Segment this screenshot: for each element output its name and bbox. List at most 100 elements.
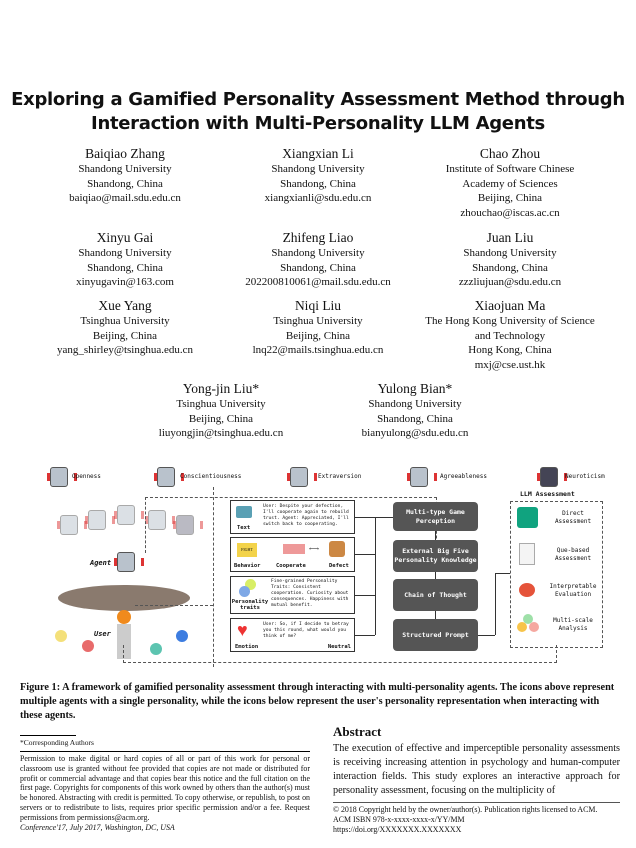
author-affiliation-line: Shandong University [271,163,365,175]
personality-content: Fine-grained Personality Traits: Consist… [271,579,349,608]
author-name: Xue Yang [98,298,152,313]
author-affiliation-line: Shandong, China [280,177,356,190]
author-name: Niqi Liu [294,298,342,313]
agent-robot-icon [114,505,144,525]
user-avatar [117,610,131,624]
right-column: Abstract The execution of effective and … [333,723,620,835]
author-name: Yulong Bian* [377,381,453,396]
author-affiliation-line: Tsinghua University [176,398,266,410]
author-affiliation-line: Institute of Software Chinese [445,163,575,175]
emotion-content: User: So, if I decide to betray you this… [263,622,349,639]
author-name: Xiangxian Li [282,146,354,161]
author-affiliation-line: xiangxianli@sdu.edu.cn [264,192,372,204]
connector-line [355,517,375,518]
copyright-rule [333,802,620,803]
doi-line: https://doi.org/XXXXXXX.XXXXXXX [333,825,462,834]
author-affiliation-line: Shandong, China [280,261,356,274]
paper-title: Exploring a Gamified Personality Assessm… [0,88,636,136]
defect-figures-icon [329,541,345,557]
author-affiliation-line: Shandong University [78,247,172,259]
author-affiliation-line: Beijing, China [285,329,351,342]
agreeableness-robot-icon [407,467,437,487]
direct-assessment-label: Direct Assessment [554,510,592,525]
left-column-footer: *Corresponding Authors Permission to mak… [20,735,310,832]
connector-line [478,635,495,636]
user-dashed-line [135,605,213,606]
author-affiliation-line: liuyongjin@tsinghua.edu.cn [158,427,284,439]
author-affiliation-line: xinyugavin@163.com [76,276,174,288]
chat-bubble-icon [236,506,252,518]
extraversion-robot-icon [287,467,317,487]
author-affiliation-line: mxj@cse.ust.hk [474,358,546,371]
permission-rule [20,751,310,752]
personality-modality-box: Personality traits Fine-grained Personal… [230,576,355,614]
user-face-icon [176,630,188,642]
title-line-1: Exploring a Gamified Personality Assessm… [11,89,625,110]
chatgpt-logo-icon [517,507,538,528]
author-name: Yong-jin Liu* [182,381,260,396]
personality-traits-label: Personality traits [231,599,269,611]
bottom-dashed-line [123,645,557,663]
permission-notice: Permission to make digital or hard copie… [20,754,310,822]
author-affiliation-line: Tsinghua University [273,315,363,327]
behavior-label: Behavior [234,563,261,569]
user-face-icon [82,640,94,652]
defect-label: Defect [329,563,349,569]
emoji-faces-icon [523,614,533,624]
author-affiliation-line: Shandong, China [87,261,163,274]
author-affiliation-line: Shandong University [271,247,365,259]
emoji-faces-icon [517,622,527,632]
input-dashed-line [213,487,230,667]
text-label: Text [237,525,251,531]
questionnaire-icon [519,543,535,565]
author-affiliation-line: zzzliujuan@sdu.edu.cn [458,276,562,288]
legend-extraversion: Extraversion [318,473,362,480]
emotion-label: Emotion [235,644,259,650]
multi-scale-analysis-label: Multi-scale Analysis [553,617,593,632]
agent-label: Agent [90,559,112,567]
user-face-icon [150,643,162,655]
author-affiliation-line: zhouchao@iscas.ac.cn [460,206,560,219]
pipeline-chain-of-thought: Chain of Thought [393,579,478,611]
interpretable-evaluation-label: Interpretable Evaluation [549,583,597,598]
agent-robot-icon [173,515,203,535]
llm-assessment-box [510,501,603,648]
legend-neuroticism: Neuroticism [565,473,605,480]
emoji-faces-icon [529,622,539,632]
author-affiliation-line: lnq22@mails.tsinghua.edu.cn [252,344,384,356]
author-name: Baiqiao Zhang [85,146,165,161]
author-affiliation-line: Shandong, China [377,412,453,425]
author-affiliation-line: Hong Kong, China [468,344,552,356]
llm-assessment-title: LLM Assessment [520,490,575,498]
author-affiliation-line: Beijing, China [188,412,254,425]
author-affiliation-line: The Hong Kong University of Science [425,315,595,327]
title-line-2: Interaction with Multi-Personality LLM A… [91,113,545,134]
figure-1: Openness Conscientiousness Extraversion … [0,455,636,670]
handshake-icon [283,544,305,554]
conscientiousness-robot-icon [154,467,184,487]
active-agent-robot-icon [114,552,144,572]
author-affiliation-line: baiqiao@mail.sdu.edu.cn [69,192,181,204]
neuroticism-robot-icon [537,467,567,487]
figure-caption: Figure 1: A framework of gamified person… [20,682,615,721]
copyright-block: © 2018 Copyright held by the owner/autho… [333,805,620,835]
arrow-to-pipeline [375,517,393,518]
author-affiliation-line: Shandong University [463,247,557,259]
connector-line [355,554,375,555]
emotion-tag: Neutral [327,644,351,650]
legend-openness: Openness [72,473,101,480]
arrow-to-assessment [495,573,510,635]
pipeline-big-five-knowledge: External Big Five Personality Knowledge [393,540,478,572]
pipeline-structured-prompt: Structured Prompt [393,619,478,651]
corresponding-footnote: *Corresponding Authors [20,738,94,747]
text-modality-box: Text User: Despite your defection, I'll … [230,500,355,534]
author-affiliation-line: 202200810061@mail.sdu.edu.cn [245,276,391,288]
author-affiliation-line: Tsinghua University [80,315,170,327]
behavior-modality-box: FIGHT ⟷ Behavior Cooperate Defect [230,537,355,572]
isbn-line: ACM ISBN 978-x-xxxx-xxxx-x/YY/MM [333,815,465,824]
author-affiliation-line: Shandong University [368,398,462,410]
agent-robot-icon [85,510,115,530]
